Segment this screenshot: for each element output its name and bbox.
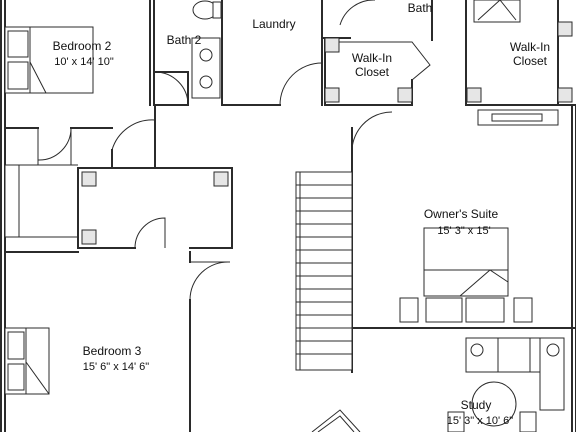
room-dims-bedroom3: 15' 6" x 14' 6" xyxy=(82,361,150,373)
owners-suite-tv xyxy=(477,109,559,126)
room-name-owners-suite: Owner's Suite xyxy=(423,207,499,221)
study-sofa xyxy=(465,337,565,411)
room-name-laundry: Laundry xyxy=(252,17,296,31)
owners-suite-bed xyxy=(399,227,533,323)
room-name-bath: Bath xyxy=(407,1,433,15)
walkin-closet2-shelves xyxy=(466,21,573,103)
room-name-walkin-closet-2-line2: Closet xyxy=(512,54,547,68)
room-dims-study: 15' 3" x 10' 6" xyxy=(446,415,514,427)
room-name-walkin-closet-1-line1: Walk-In xyxy=(351,51,393,65)
room-dims-owners-suite: 15' 3" x 15' xyxy=(437,225,491,237)
left-closet xyxy=(4,128,78,238)
walkin-closet1-shelves xyxy=(324,37,431,103)
room-name-bedroom3: Bedroom 3 xyxy=(82,344,142,358)
room-dims-bedroom2: 10' x 14' 10" xyxy=(54,56,114,68)
bedroom2-bed xyxy=(4,26,94,94)
bath-fixtures xyxy=(473,0,521,23)
room-name-walkin-closet-2-line1: Walk-In xyxy=(509,40,551,54)
study-table xyxy=(447,381,537,432)
room-name-bedroom2: Bedroom 2 xyxy=(52,39,112,53)
bath2-fixtures xyxy=(191,0,222,99)
room-name-walkin-closet-1-line2: Closet xyxy=(354,65,389,79)
bedroom3-bed xyxy=(4,327,50,395)
center-closet-shelves xyxy=(81,171,229,245)
doors xyxy=(37,0,467,432)
room-name-bath2: Bath 2 xyxy=(166,33,202,47)
room-name-study: Study xyxy=(460,398,492,412)
staircase xyxy=(295,171,353,371)
